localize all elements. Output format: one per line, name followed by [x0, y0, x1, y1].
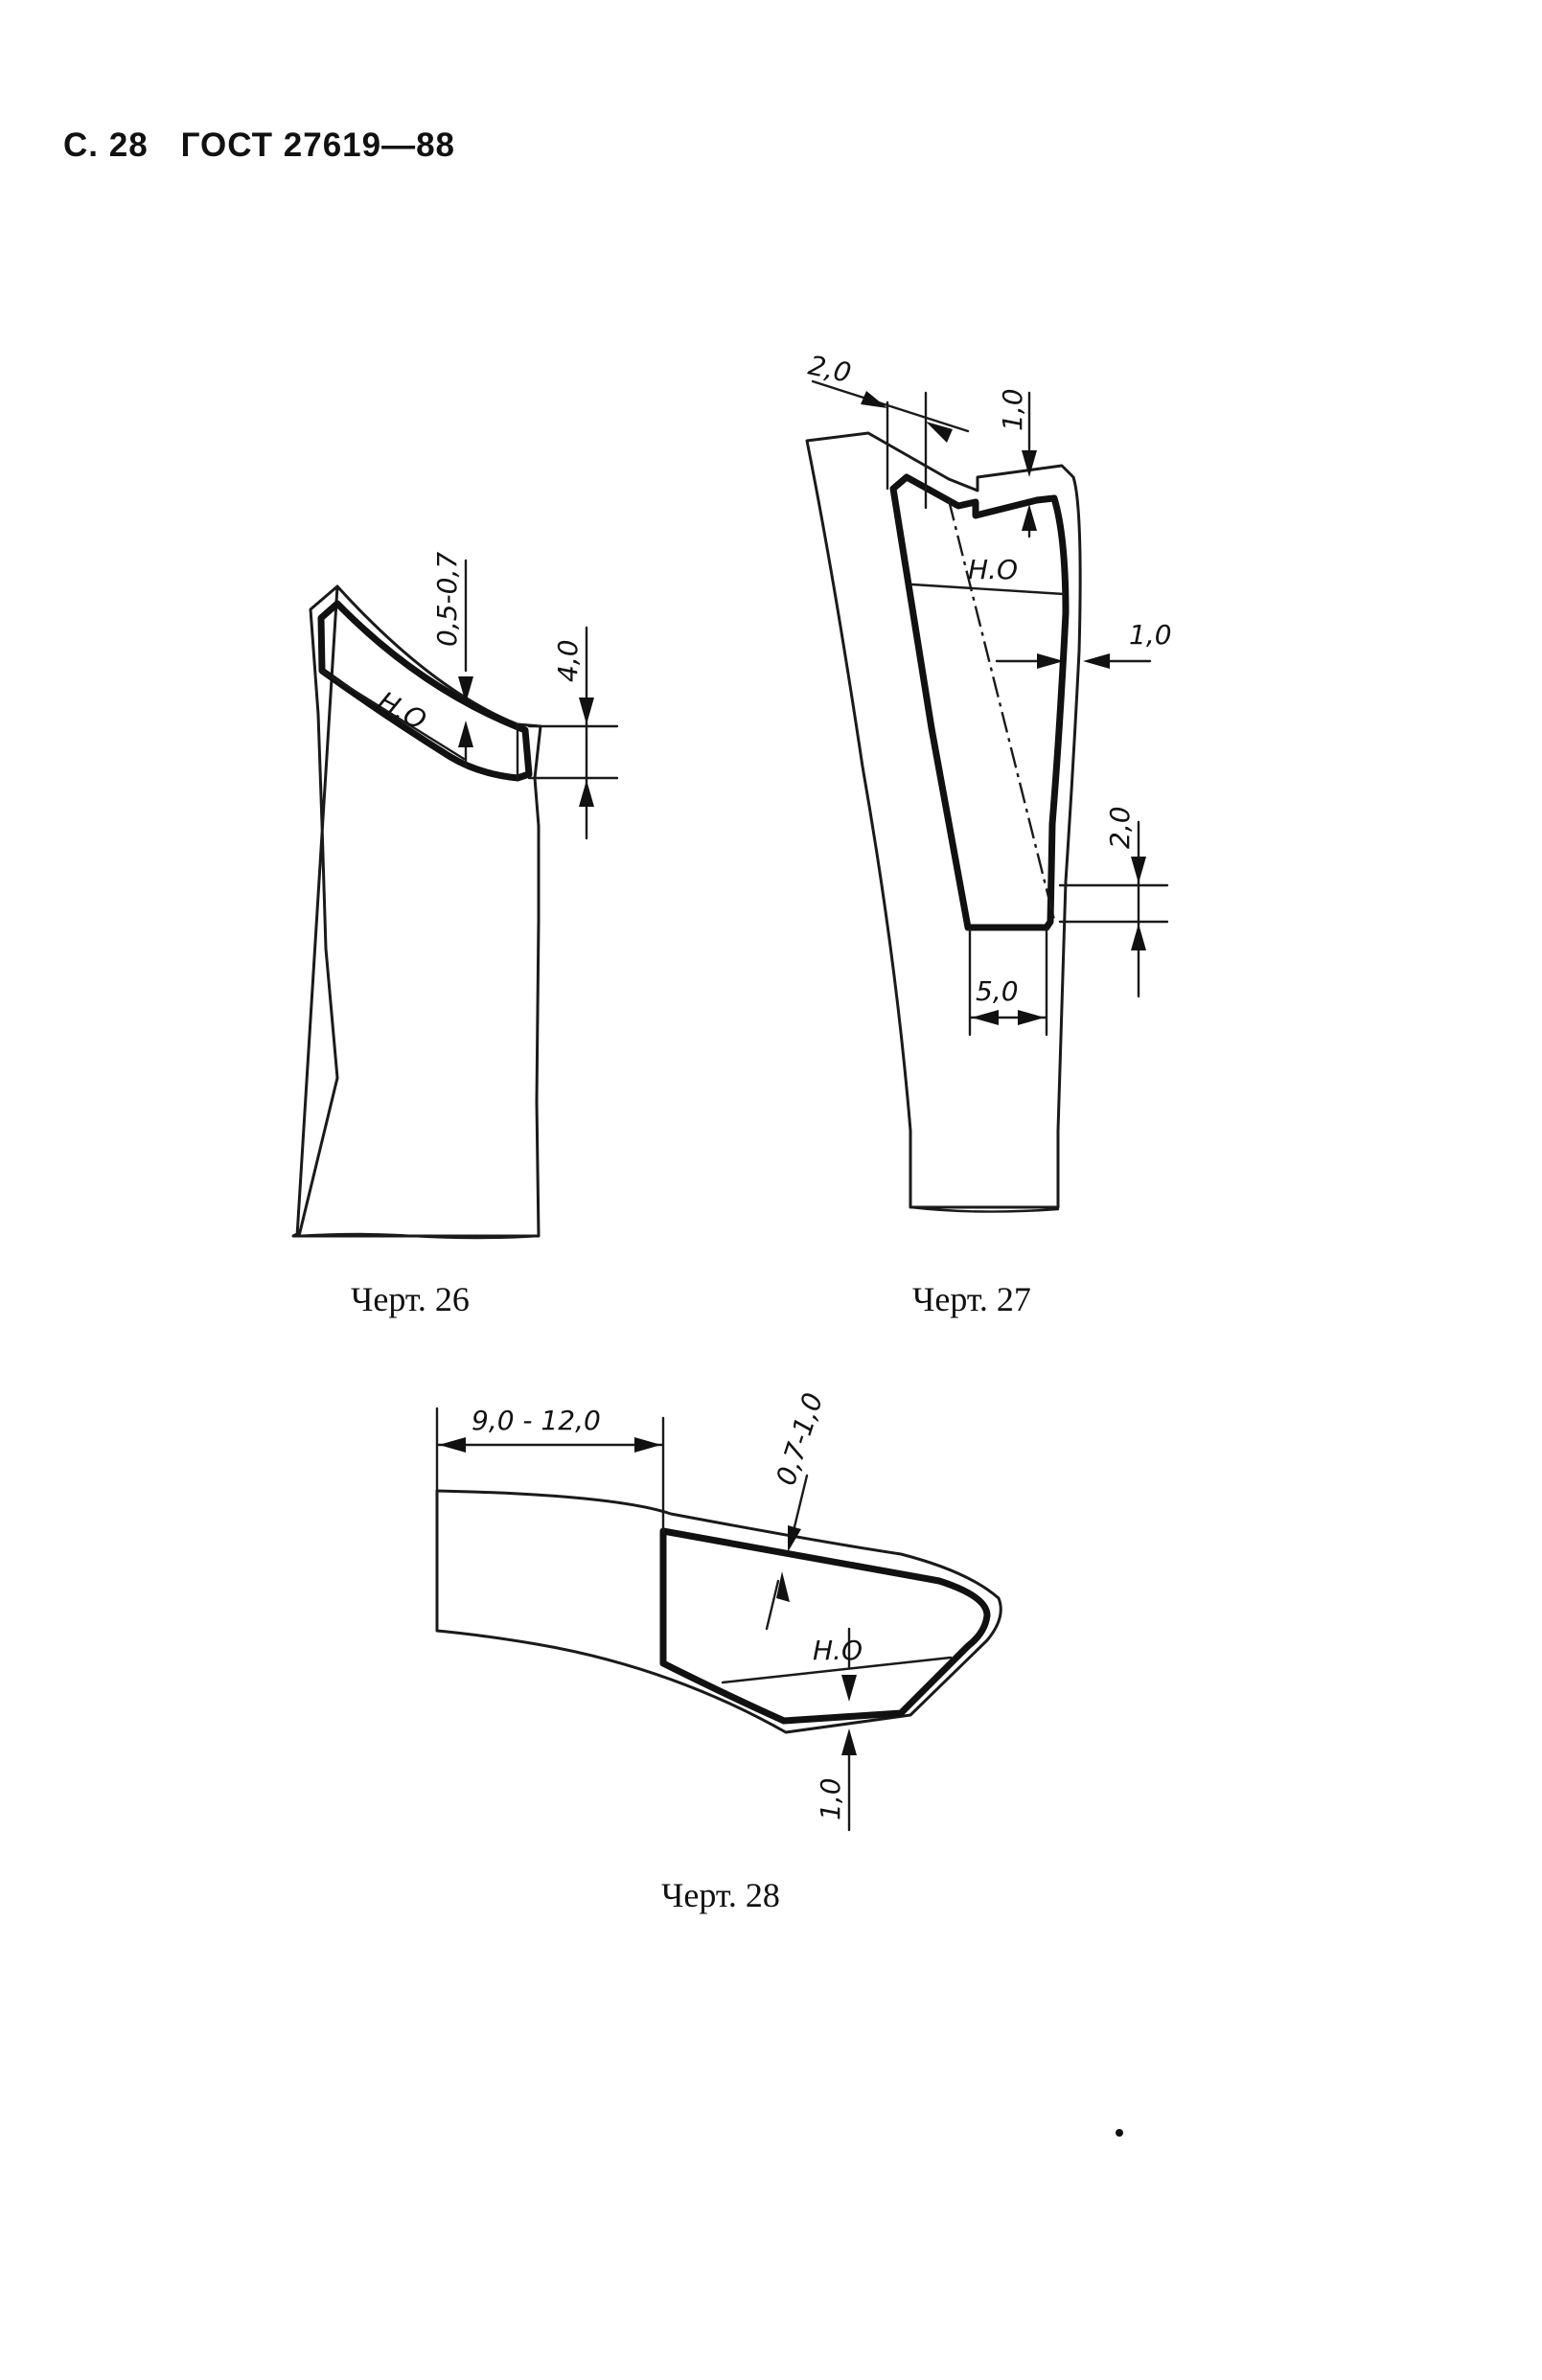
fig27-dim-bottom-right-label: 2,0: [1104, 806, 1136, 849]
fig26-dim-height-arrow-2: [579, 780, 594, 807]
fig27-dim-bottom-arrow-1: [972, 1010, 999, 1025]
fig28-dim-length-arrow-1: [439, 1437, 466, 1453]
fig27-dim-bottom-right-arrow-2: [1131, 924, 1146, 950]
fig26-blade-outline: [291, 584, 542, 1238]
fig27-zone-label: Н.О: [968, 554, 1018, 585]
fig28-dim-edge-label: 0,7-1,0: [770, 1389, 829, 1490]
fig27-dim-top-right-arrow-1: [1022, 450, 1037, 477]
fig27-caption: Черт. 27: [912, 1280, 1031, 1318]
fig26-hardface-zone: [317, 600, 533, 782]
fig27-dim-top-ext: [811, 379, 970, 510]
fig28-hardface-zone: [659, 1527, 991, 1725]
fig27-dim-bottom-right-arrow-1: [1131, 857, 1146, 883]
page-number: С. 28: [63, 126, 149, 164]
fig28-dim-length-arrow-2: [634, 1437, 661, 1453]
fig28-caption: Черт. 28: [661, 1876, 780, 1914]
fig28-dim-bottom-label: 1,0: [815, 1777, 846, 1820]
fig28-dim-edge-arrow-1: [788, 1525, 801, 1552]
fig27-blade-outline: [805, 431, 1082, 1209]
figure-27: 2,0 1,0 1,0 2,0 5,0 Н.О Черт. 27: [805, 350, 1172, 1318]
fig27-zone-line: [910, 583, 1066, 596]
fig27-dim-bottom-label: 5,0: [976, 975, 1019, 1007]
fig26-dim-height-arrow-1: [579, 698, 594, 724]
fig26-dim-edge-arrow-1: [458, 676, 473, 703]
fig28-zone-label: Н.О: [813, 1635, 863, 1666]
figure-28: 9,0 - 12,0 0,7-1,0 1,0 Н.О Черт. 28: [435, 1389, 1002, 1914]
figure-26: 0,5-0,7 4,0 Н.О Черт. 26: [291, 552, 619, 1318]
fig27-dim-top-left-arrow-2: [926, 422, 953, 443]
fig27-dim-side-label: 1,0: [1129, 619, 1172, 651]
fig27-dim-bottom-right-ext: [1058, 820, 1169, 998]
fig27-hardface-zone: [889, 473, 1070, 931]
fig27-dim-bottom-arrow-2: [1018, 1010, 1045, 1025]
fig27-blade-bottom: [909, 1205, 1060, 1213]
fig28-dim-bottom-arrow-1: [841, 1675, 857, 1702]
fig27-dim-top-left-arrow: [861, 391, 887, 408]
fig28-dim-bottom-arrow-2: [841, 1728, 857, 1755]
page-header: С. 28 ГОСТ 27619—88: [63, 126, 472, 165]
fig26-zone-line: [320, 669, 466, 761]
fig28-zone-line: [721, 1656, 953, 1684]
fig28-dim-length-label: 9,0 - 12,0: [472, 1405, 601, 1436]
fig27-dim-top-left-label: 2,0: [806, 350, 854, 390]
print-dot: [1116, 2129, 1123, 2137]
standard-number: ГОСТ 27619—88: [180, 126, 456, 164]
fig28-dim-length-ext: [435, 1407, 665, 1533]
fig28-outline: [435, 1489, 1002, 1734]
fig27-dim-side-arrow-1: [1037, 653, 1064, 669]
fig26-dim-edge-label: 0,5-0,7: [431, 552, 463, 647]
fig27-dim-top-right-label: 1,0: [997, 388, 1028, 431]
fig27-dim-side-arrow-2: [1083, 653, 1110, 669]
fig27-dim-top-right-arrow-2: [1022, 504, 1037, 531]
fig26-dim-height-label: 4,0: [552, 639, 584, 682]
fig26-blade-bottom: [295, 1232, 541, 1240]
fig26-caption: Черт. 26: [351, 1280, 470, 1318]
fig28-dim-edge-arrow-2: [776, 1571, 790, 1602]
fig26-dim-edge-arrow-2: [458, 721, 473, 747]
